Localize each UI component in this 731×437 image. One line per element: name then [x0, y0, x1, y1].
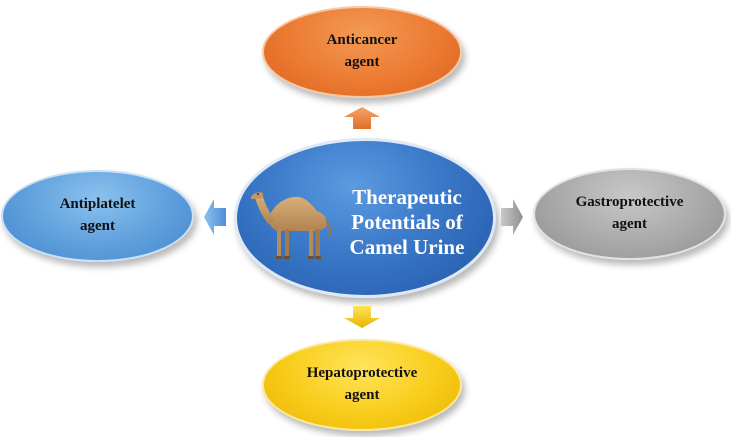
arrow-up-icon	[344, 107, 380, 129]
arrow-down-icon	[344, 306, 380, 328]
node-hepatoprotective: Hepatoprotective agent	[262, 339, 462, 431]
node-anticancer-line1: Anticancer	[326, 32, 398, 49]
node-hepatoprotective-line2: agent	[344, 387, 380, 403]
arrow-left-icon	[204, 199, 226, 235]
node-antiplatelet: Antiplatelet agent	[1, 170, 194, 262]
camel-icon	[249, 185, 337, 261]
node-antiplatelet-line1: Antiplatelet	[59, 196, 136, 213]
center-title: Therapeutic Potentials of Camel Urine	[349, 185, 465, 260]
node-gastroprotective-line2: agent	[612, 216, 647, 232]
node-hepatoprotective-label: Hepatoprotective agent	[307, 363, 418, 407]
node-gastroprotective-label: Gastroprotective agent	[576, 192, 684, 236]
node-gastroprotective: Gastroprotective agent	[533, 168, 726, 260]
node-antiplatelet-label: Antiplatelet agent	[60, 194, 136, 238]
node-antiplatelet-line2: agent	[79, 218, 115, 234]
node-center: Therapeutic Potentials of Camel Urine	[234, 138, 496, 298]
node-anticancer-label: Anticancer agent	[327, 30, 398, 74]
node-anticancer-line2: agent	[344, 54, 380, 70]
node-hepatoprotective-line1: Hepatoprotective	[306, 365, 418, 382]
arrow-right-icon	[501, 199, 523, 235]
node-anticancer: Anticancer agent	[262, 6, 462, 98]
node-gastroprotective-line1: Gastroprotective	[575, 194, 684, 211]
